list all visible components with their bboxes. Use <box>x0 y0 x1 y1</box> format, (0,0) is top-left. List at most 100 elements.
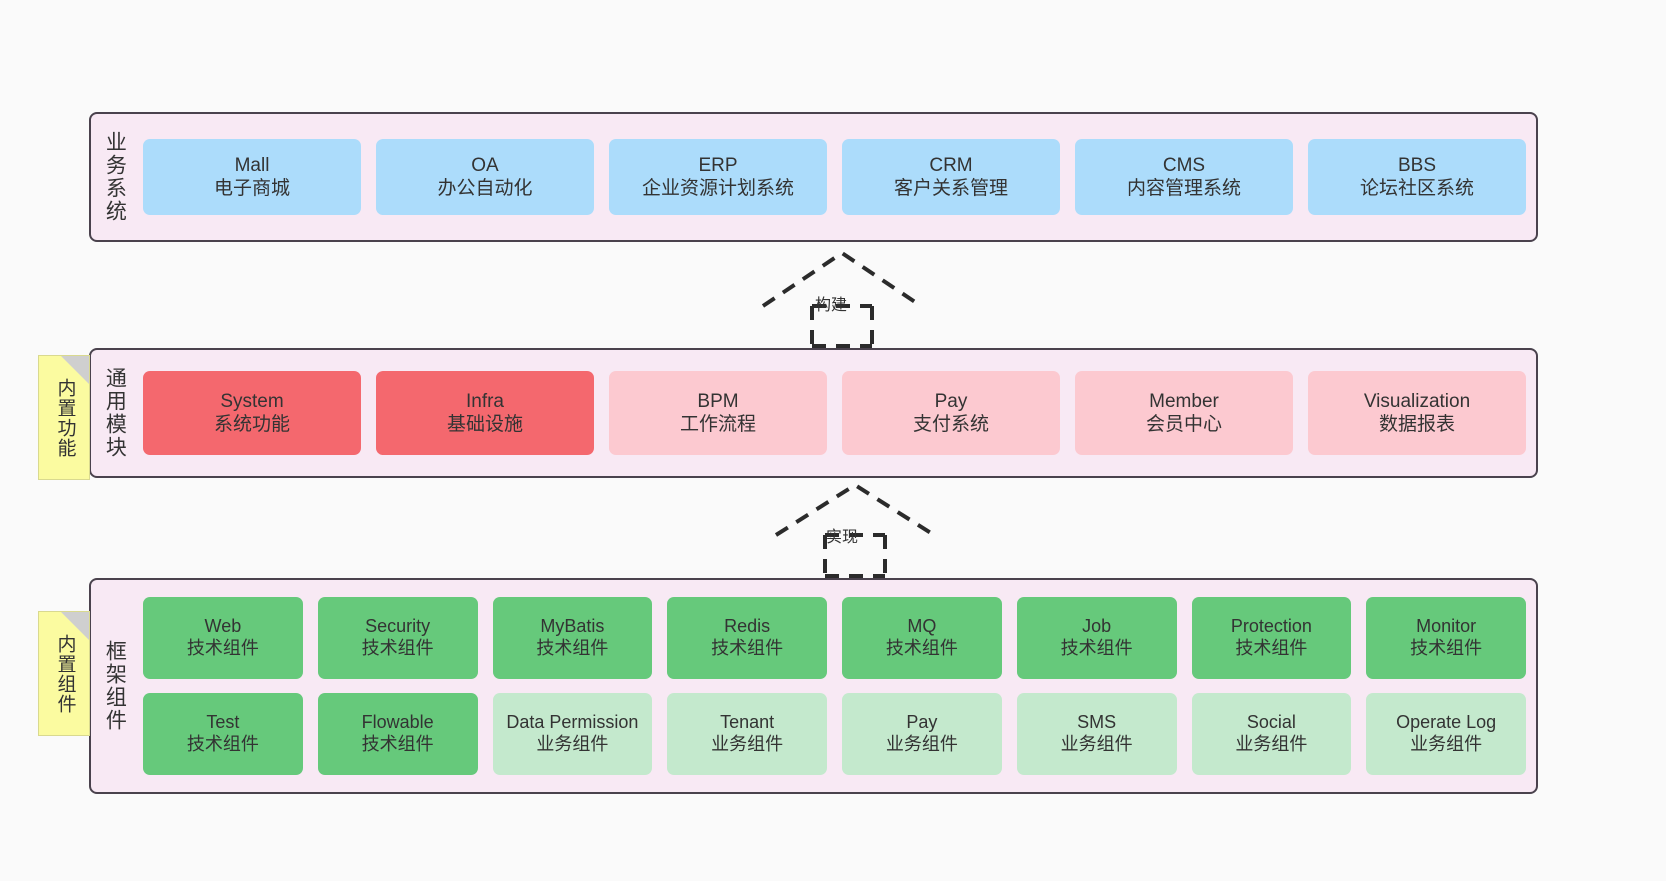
card-title: MQ <box>907 616 937 637</box>
card-title: Mall <box>234 154 270 176</box>
card-redis[interactable]: Redis 技术组件 <box>667 597 827 679</box>
card-pay-biz[interactable]: Pay 业务组件 <box>842 693 1002 775</box>
card-job[interactable]: Job 技术组件 <box>1016 597 1177 679</box>
card-title: BPM <box>697 390 739 412</box>
card-visualization[interactable]: Visualization 数据报表 <box>1308 371 1526 455</box>
implement-arrow-icon <box>774 482 936 578</box>
note-label: 内置组件 <box>54 633 76 714</box>
band-title-common-modules: 通用模块 <box>103 367 127 459</box>
card-security[interactable]: Security 技术组件 <box>317 597 478 679</box>
build-arrow-icon <box>761 250 923 348</box>
note-builtin-features: 内置功能 <box>38 355 90 480</box>
card-title: CRM <box>929 154 973 176</box>
card-title: Visualization <box>1363 390 1471 412</box>
card-subtitle: 技术组件 <box>711 638 784 658</box>
card-subtitle: 技术组件 <box>361 638 434 658</box>
card-data-permission[interactable]: Data Permission 业务组件 <box>492 693 653 775</box>
card-tenant[interactable]: Tenant 业务组件 <box>667 693 827 775</box>
card-title: Protection <box>1230 616 1312 637</box>
card-bpm[interactable]: BPM 工作流程 <box>609 371 827 455</box>
card-web[interactable]: Web 技术组件 <box>143 597 303 679</box>
card-subtitle: 技术组件 <box>536 638 609 658</box>
card-mybatis[interactable]: MyBatis 技术组件 <box>492 597 653 679</box>
card-title: Tenant <box>720 712 775 733</box>
card-cms[interactable]: CMS 内容管理系统 <box>1075 139 1293 215</box>
card-subtitle: 工作流程 <box>679 414 756 435</box>
band-body-business-systems: Mall 电子商城 OA 办公自动化 ERP 企业资源计划系统 CRM 客户关系… <box>137 114 1536 240</box>
card-subtitle: 业务组件 <box>1060 734 1133 754</box>
card-row: Web 技术组件 Security 技术组件 MyBatis 技术组件 Redi… <box>143 597 1526 679</box>
card-title: Job <box>1082 616 1112 637</box>
band-body-common-modules: System 系统功能 Infra 基础设施 BPM 工作流程 Pay 支付系统… <box>137 350 1536 476</box>
note-builtin-components: 内置组件 <box>38 611 90 736</box>
card-subtitle: 业务组件 <box>885 734 958 754</box>
card-oa[interactable]: OA 办公自动化 <box>376 139 594 215</box>
connector-implement: 实现 <box>768 480 943 580</box>
card-subtitle: 技术组件 <box>1410 638 1483 658</box>
band-body-framework-components: Web 技术组件 Security 技术组件 MyBatis 技术组件 Redi… <box>137 580 1536 792</box>
card-title: ERP <box>698 154 738 176</box>
card-subtitle: 客户关系管理 <box>893 178 1008 199</box>
card-member[interactable]: Member 会员中心 <box>1075 371 1293 455</box>
card-title: Infra <box>465 390 505 412</box>
band-business-systems: 业务系统 Mall 电子商城 OA 办公自动化 ERP 企业资源计划系统 CRM… <box>89 112 1538 242</box>
card-subtitle: 数据报表 <box>1378 414 1455 435</box>
card-subtitle: 技术组件 <box>186 734 259 754</box>
connector-implement-label: 实现 <box>826 529 859 546</box>
card-title: Social <box>1246 712 1296 733</box>
card-test[interactable]: Test 技术组件 <box>143 693 303 775</box>
card-bbs[interactable]: BBS 论坛社区系统 <box>1308 139 1526 215</box>
card-operate-log[interactable]: Operate Log 业务组件 <box>1366 693 1526 775</box>
card-subtitle: 技术组件 <box>361 734 434 754</box>
card-social[interactable]: Social 业务组件 <box>1191 693 1352 775</box>
card-subtitle: 办公自动化 <box>437 178 533 199</box>
card-title: SMS <box>1077 712 1117 733</box>
card-protection[interactable]: Protection 技术组件 <box>1191 597 1352 679</box>
card-erp[interactable]: ERP 企业资源计划系统 <box>609 139 827 215</box>
card-grid: Web 技术组件 Security 技术组件 MyBatis 技术组件 Redi… <box>143 597 1526 775</box>
card-system[interactable]: System 系统功能 <box>143 371 361 455</box>
card-subtitle: 电子商城 <box>213 178 290 199</box>
card-title: CMS <box>1162 154 1206 176</box>
card-crm[interactable]: CRM 客户关系管理 <box>842 139 1060 215</box>
card-title: Test <box>206 712 240 733</box>
card-title: Security <box>365 616 431 637</box>
card-title: OA <box>471 154 499 176</box>
card-subtitle: 会员中心 <box>1145 414 1222 435</box>
card-infra[interactable]: Infra 基础设施 <box>376 371 594 455</box>
band-title-framework-components: 框架组件 <box>103 640 127 732</box>
card-subtitle: 企业资源计划系统 <box>641 178 794 199</box>
card-subtitle: 技术组件 <box>885 638 958 658</box>
card-subtitle: 内容管理系统 <box>1126 178 1241 199</box>
card-pay[interactable]: Pay 支付系统 <box>842 371 1060 455</box>
connector-build: 构建 <box>755 246 930 348</box>
card-subtitle: 技术组件 <box>1060 638 1133 658</box>
card-mall[interactable]: Mall 电子商城 <box>143 139 361 215</box>
note-label: 内置功能 <box>54 377 76 458</box>
card-mq[interactable]: MQ 技术组件 <box>842 597 1002 679</box>
card-sms[interactable]: SMS 业务组件 <box>1016 693 1177 775</box>
card-subtitle: 技术组件 <box>1235 638 1308 658</box>
card-subtitle: 论坛社区系统 <box>1359 178 1474 199</box>
card-subtitle: 业务组件 <box>536 734 609 754</box>
card-title: Pay <box>906 712 938 733</box>
card-subtitle: 业务组件 <box>1235 734 1308 754</box>
card-title: Operate Log <box>1396 712 1497 733</box>
card-title: System <box>220 390 284 412</box>
card-flowable[interactable]: Flowable 技术组件 <box>317 693 478 775</box>
band-framework-components: 框架组件 Web 技术组件 Security 技术组件 MyBatis 技术组件 <box>89 578 1538 794</box>
card-subtitle: 技术组件 <box>186 638 259 658</box>
card-monitor[interactable]: Monitor 技术组件 <box>1366 597 1526 679</box>
card-title: Monitor <box>1416 616 1477 637</box>
card-title: Data Permission <box>506 712 639 733</box>
band-title-business-systems: 业务系统 <box>103 131 127 223</box>
card-row: Mall 电子商城 OA 办公自动化 ERP 企业资源计划系统 CRM 客户关系… <box>143 139 1526 215</box>
card-title: Flowable <box>361 712 434 733</box>
card-title: Web <box>204 616 242 637</box>
card-title: Redis <box>724 616 771 637</box>
card-title: MyBatis <box>540 616 605 637</box>
card-row: System 系统功能 Infra 基础设施 BPM 工作流程 Pay 支付系统… <box>143 371 1526 455</box>
connector-build-label: 构建 <box>815 297 848 314</box>
card-title: BBS <box>1397 154 1437 176</box>
